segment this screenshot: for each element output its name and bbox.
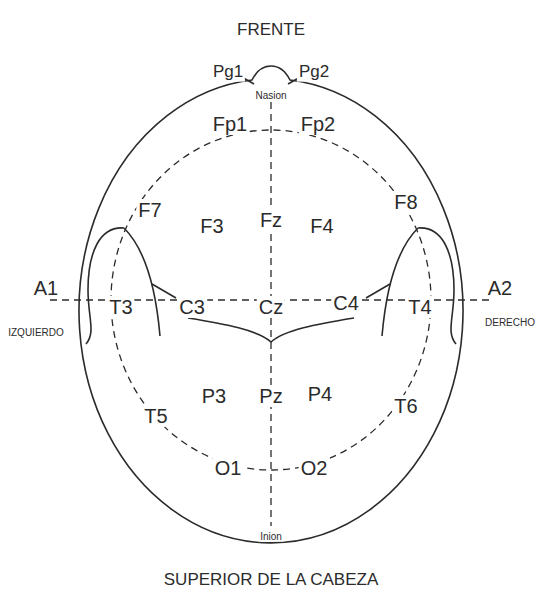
head-outline [79, 66, 463, 543]
electrode-label: A2 [486, 277, 514, 299]
electrode-label: F8 [392, 191, 419, 213]
electrode-label: C3 [177, 296, 207, 318]
electrode-label: Inion [258, 531, 284, 542]
electrode-label: Nasion [253, 90, 288, 101]
left-ear-inner [124, 228, 160, 336]
electrode-label: Pg2 [297, 63, 331, 82]
electrode-label: Pg1 [211, 63, 245, 82]
electrode-label: A1 [32, 277, 60, 299]
electrode-label: F4 [308, 215, 335, 237]
electrode-label: T3 [107, 296, 134, 318]
electrode-label: T6 [392, 395, 419, 417]
electrode-label: Pz [257, 385, 284, 407]
left-ear [86, 228, 124, 344]
electrode-label: Fp2 [299, 113, 337, 135]
electrode-label: C4 [331, 292, 361, 314]
sulcus-line [366, 284, 390, 298]
electrode-label: Fz [258, 209, 284, 231]
electrode-label: T4 [406, 296, 433, 318]
caption: SUPERIOR DE LA CABEZA [162, 571, 380, 590]
electrode-label: O2 [299, 457, 330, 479]
right-ear-inner [382, 228, 418, 336]
electrode-label: IZQUIERDO [6, 327, 66, 338]
electrode-label: F7 [136, 199, 163, 221]
electrode-label: F3 [198, 215, 225, 237]
electrode-label: O1 [213, 457, 244, 479]
electrode-label: Fp1 [211, 113, 249, 135]
electrode-label: P4 [306, 383, 334, 405]
right-ear [418, 228, 456, 344]
electrode-label: P3 [200, 385, 228, 407]
electrode-label: DERECHO [483, 317, 537, 328]
electrode-label: Cz [257, 296, 285, 318]
electrode-label: FRENTE [235, 21, 307, 40]
sulcus-line [152, 284, 176, 298]
electrode-label: T5 [142, 405, 169, 427]
